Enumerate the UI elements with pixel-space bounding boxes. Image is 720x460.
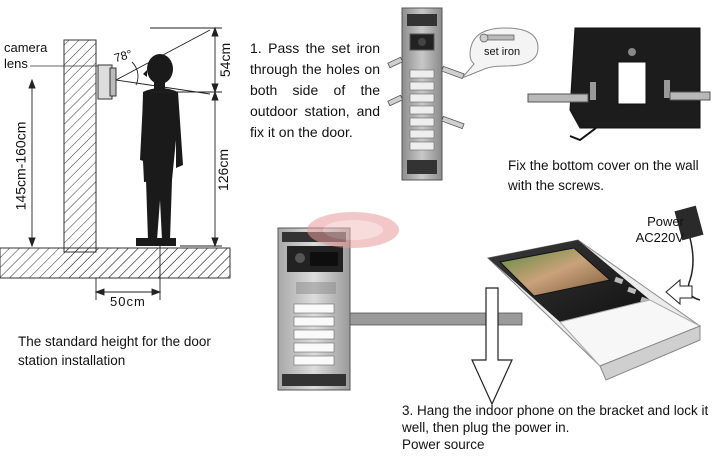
set-iron-callout [461,27,539,79]
indoor-monitor [486,239,702,381]
step1-caption: 1. Pass the set iron through the holes o… [250,40,380,140]
power-adapter [674,205,704,301]
watermark-logo [307,212,399,248]
screwdriver [527,91,711,103]
camera-height-dimension [28,78,36,248]
camera-lens-label: camera lens [4,40,48,71]
step3-caption: 3. Hang the indoor phone on the bracket … [402,403,709,452]
outdoor-station-side [387,7,465,181]
height-126-label: 126cm [215,148,232,192]
step2-caption: Fix the bottom cover on the wall with th… [508,158,699,193]
height-145-160-label: 145cm-160cm [12,121,29,211]
bottom-cover-bracket [569,27,701,142]
wall-section [0,39,231,279]
standard-height-caption: The standard height for the door station… [18,334,211,368]
camera-unit [30,64,117,100]
height-dimensions [150,26,222,248]
connection-cable [349,312,523,326]
door-station-front [277,227,351,391]
width-50-label: 50cm [110,294,146,309]
person-silhouette [136,54,183,246]
height-54-label: 54cm [217,42,234,78]
distance-dimension [94,246,162,300]
down-arrow [471,287,513,406]
power-label: Power AC220V [635,214,684,245]
power-arrow [665,278,693,306]
set-iron-label: set iron [484,46,521,58]
